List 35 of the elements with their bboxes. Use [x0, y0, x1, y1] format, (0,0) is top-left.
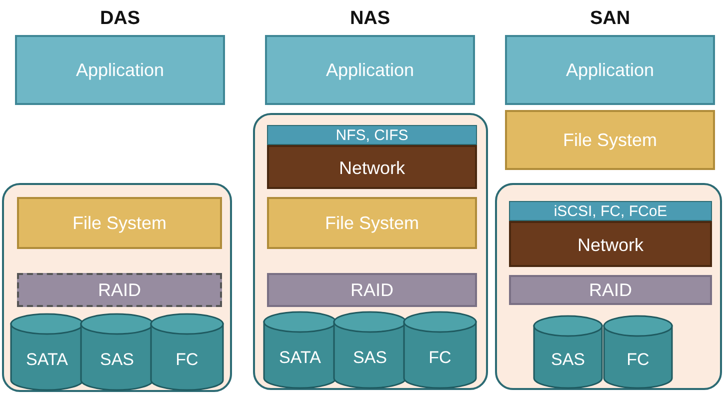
disk-label: SAS: [550, 350, 586, 370]
raid-box: RAID: [17, 273, 222, 307]
protocol-band: NFS, CIFS: [267, 125, 477, 145]
file-system-box: File System: [505, 110, 715, 170]
storage-panel: [253, 113, 488, 390]
file-system-box: File System: [17, 197, 222, 249]
disk-cylinder: [10, 313, 84, 391]
application-box: Application: [505, 35, 715, 105]
network-box: Network: [267, 145, 477, 189]
disk-cylinder: [533, 315, 603, 389]
storage-panel: [2, 183, 232, 392]
raid-box: RAID: [267, 273, 477, 307]
application-box: Application: [265, 35, 475, 105]
disk-cylinder: [603, 315, 673, 389]
disk-cylinder: [403, 311, 477, 389]
disk-cylinder: [150, 313, 224, 391]
application-box: Application: [15, 35, 225, 105]
column-heading: SAN: [590, 8, 630, 30]
column-heading: DAS: [100, 8, 140, 30]
disk-cylinder: [333, 311, 407, 389]
disk-label: FC: [428, 348, 452, 368]
network-box: Network: [509, 221, 712, 267]
disk-label: SATA: [26, 350, 68, 370]
disk-label: SAS: [100, 350, 134, 370]
file-system-box: File System: [267, 197, 477, 249]
disk-label: SAS: [352, 348, 388, 368]
disk-label: SATA: [279, 348, 321, 368]
column-heading: NAS: [350, 8, 390, 30]
raid-box: RAID: [509, 275, 712, 305]
disk-label: FC: [176, 350, 198, 370]
storage-panel: [495, 183, 722, 390]
disk-label: FC: [626, 350, 650, 370]
disk-cylinder: [263, 311, 337, 389]
disk-cylinder: [80, 313, 154, 391]
protocol-band: iSCSI, FC, FCoE: [509, 201, 712, 221]
